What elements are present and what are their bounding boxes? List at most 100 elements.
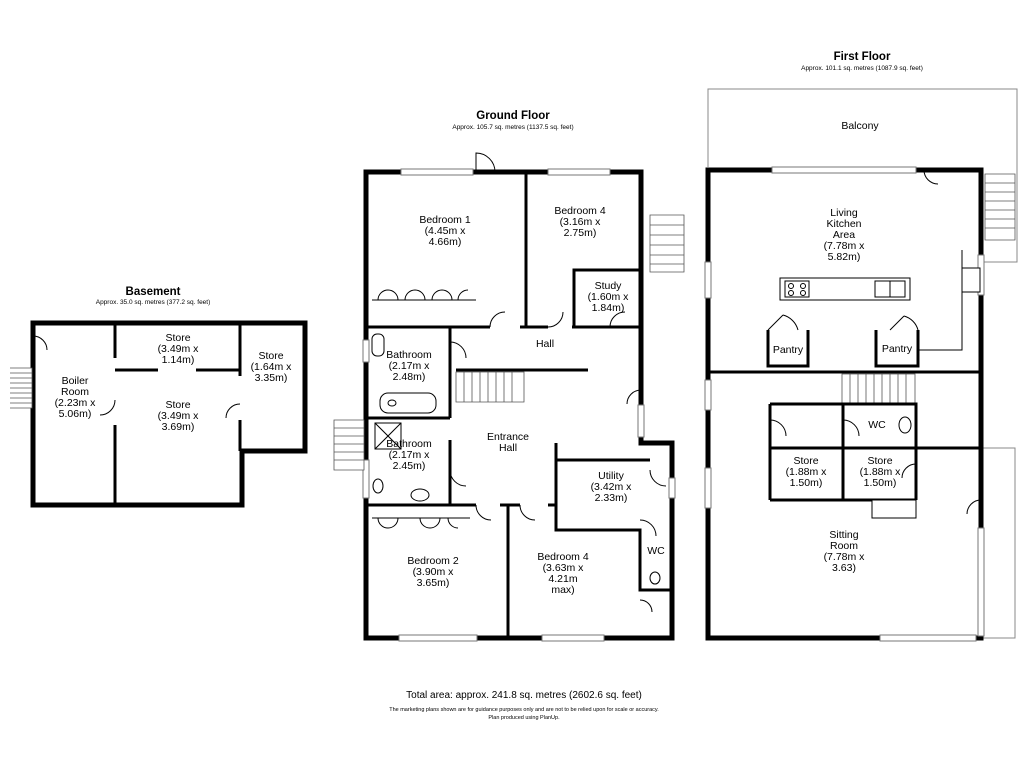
svg-text:Bathroom: Bathroom [386,349,432,361]
window [668,477,676,499]
room-label-bathroom-1: Bathroom (2.17m x 2.48m) [386,349,432,383]
toilet [371,333,385,357]
svg-text:Bedroom 4: Bedroom 4 [554,205,606,217]
door-swing [32,335,48,351]
window [704,261,712,299]
svg-text:Sitting: Sitting [829,529,858,541]
first-floor-stairs [841,373,916,405]
svg-text:(3.49m x: (3.49m x [158,343,200,355]
door-swing [639,599,653,613]
svg-text:Store: Store [165,332,190,344]
basement-area: Approx. 35.0 sq. metres (377.2 sq. feet) [96,299,211,306]
balcony-outline [707,88,1018,263]
window [400,168,474,176]
room-label-bedroom-4-bottom: Bedroom 4 (3.63m x 4.21m max) [537,551,589,596]
door-swing [782,314,799,331]
ground-floor-area: Approx. 105.7 sq. metres (1137.5 sq. fee… [452,124,573,131]
svg-text:(3.49m x: (3.49m x [158,410,200,422]
pantry-wall [766,330,810,368]
plan-credit: Plan produced using PlanUp. [488,715,560,721]
svg-text:3.65m): 3.65m) [417,577,450,589]
door-swing [626,389,642,405]
room-label-bathroom-2: Bathroom (2.17m x 2.45m) [386,438,432,472]
room-label-living-kitchen: Living Kitchen Area (7.78m x 5.82m) [824,207,866,263]
svg-text:1.50m): 1.50m) [790,477,823,489]
svg-text:Store: Store [793,455,818,467]
svg-text:(7.78m x: (7.78m x [824,240,866,252]
door-swing [609,311,626,328]
door-swing [99,399,116,416]
svg-text:2.33m): 2.33m) [595,492,628,504]
ground-floor-plan: Ground Floor Approx. 105.7 sq. metres (1… [333,110,685,642]
svg-text:3.35m): 3.35m) [255,372,288,384]
door-swing [767,314,784,331]
svg-text:Bedroom 4: Bedroom 4 [537,551,589,563]
basement-outer-wall [30,320,308,508]
door-swing [923,169,939,185]
svg-text:2.45m): 2.45m) [393,460,426,472]
door-swing [449,469,467,487]
svg-text:(3.63m x: (3.63m x [543,562,585,574]
door-swing [901,463,917,479]
svg-text:Bedroom 2: Bedroom 2 [407,555,459,567]
cabinet [871,499,917,519]
svg-text:5.06m): 5.06m) [59,408,92,420]
svg-text:2.48m): 2.48m) [393,371,426,383]
counter [918,250,963,351]
window [541,634,605,642]
toilet [898,416,912,434]
study-wall [572,268,641,327]
room-label-pantry-2: Pantry [882,343,913,355]
room-label-store-b: Store (3.49m x 3.69m) [158,399,200,433]
basement-plan: Basement Approx. 35.0 sq. metres (377.2 … [10,286,308,508]
window [547,168,611,176]
window [704,379,712,411]
basin [410,488,430,502]
wardrobe [372,517,470,529]
bath-tap [387,399,397,407]
svg-text:5.82m): 5.82m) [828,251,861,263]
window [362,459,370,499]
room-label-balcony: Balcony [841,120,879,132]
svg-text:1.50m): 1.50m) [864,477,897,489]
first-floor-area: Approx. 101.1 sq. metres (1087.9 sq. fee… [801,65,923,72]
room-label-study: Study (1.60m x 1.84m) [588,280,630,314]
window [771,166,917,174]
svg-text:Living: Living [830,207,858,219]
svg-text:Area: Area [833,229,855,241]
svg-text:(2.17m x: (2.17m x [389,360,431,372]
svg-text:Kitchen: Kitchen [826,218,861,230]
external-stairs [333,214,685,471]
svg-text:max): max) [551,584,574,596]
svg-text:3.63): 3.63) [832,562,856,574]
svg-text:Store: Store [867,455,892,467]
svg-text:Room: Room [830,540,858,552]
svg-text:(2.17m x: (2.17m x [389,449,431,461]
door-swing [649,469,667,487]
ground-floor-title: Ground Floor [476,110,550,122]
window [362,339,370,363]
room-label-bedroom-4-top: Bedroom 4 (3.16m x 2.75m) [554,205,606,239]
window [977,527,985,637]
svg-text:Boiler: Boiler [62,375,89,387]
door-swing [475,504,492,521]
svg-text:(1.88m x: (1.88m x [786,466,828,478]
svg-text:Hall: Hall [499,442,517,454]
room-label-pantry-1: Pantry [773,344,804,356]
room-label-wc: WC [647,545,665,557]
first-floor-plan: First Floor Approx. 101.1 sq. metres (10… [704,51,1018,642]
door-swing [903,315,919,331]
room-label-store-1: Store (1.88m x 1.50m) [786,455,828,489]
svg-text:(7.78m x: (7.78m x [824,551,866,563]
svg-text:(1.60m x: (1.60m x [588,291,630,303]
first-floor-title: First Floor [834,51,891,63]
svg-text:1.84m): 1.84m) [592,302,625,314]
svg-text:Store: Store [258,350,283,362]
svg-text:(4.45m x: (4.45m x [425,225,467,237]
window [398,634,478,642]
svg-text:(3.90m x: (3.90m x [413,566,455,578]
svg-text:4.21m: 4.21m [548,573,577,585]
disclaimer: The marketing plans shown are for guidan… [389,707,659,713]
door-swing [547,311,564,328]
